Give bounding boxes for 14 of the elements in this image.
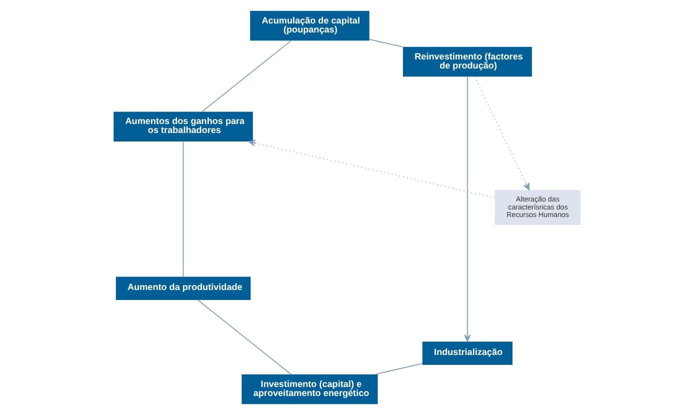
node-box: Aumento da produtividade <box>116 276 251 300</box>
connector <box>198 300 292 375</box>
arrow <box>464 76 471 342</box>
connector <box>202 40 292 112</box>
connector <box>368 38 404 48</box>
node-box: Industrialização <box>422 342 512 365</box>
node-box: Investimento (capital) e aproveitamento energético <box>242 374 378 404</box>
connector <box>182 141 184 277</box>
node-box: Reinvestimento (factores de produção) <box>402 46 532 77</box>
arrow <box>474 76 530 190</box>
node-box: Acumulação de capital (poupanças) <box>250 10 370 41</box>
arrow <box>248 140 496 198</box>
connector <box>374 363 423 375</box>
node-box: Aumentos dos ganhos para os trabalhadores <box>114 112 253 142</box>
